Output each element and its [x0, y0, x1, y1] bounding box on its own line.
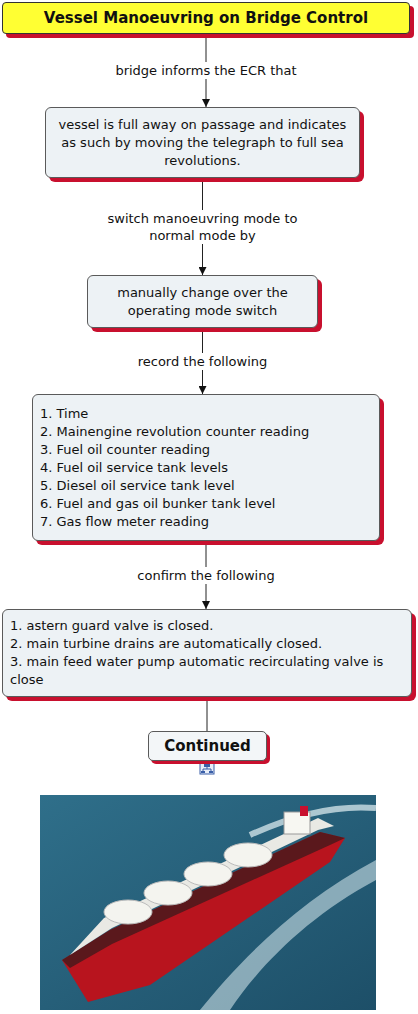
list-item: 3. main feed water pump automatic recirc… [10, 653, 404, 689]
list-item: 5. Diesel oil service tank level [40, 477, 372, 495]
list-item: 1. Time [40, 405, 372, 423]
process-box: vessel is full away on passage and indic… [45, 107, 360, 178]
node-text: vessel is full away on passage and indic… [53, 116, 352, 170]
ship-photo [40, 795, 376, 1010]
edge-label: bridge informs the ECR that [113, 62, 298, 79]
edge-label: switch manoeuvring mode to normal mode b… [101, 210, 305, 244]
node-text: manually change over the operating mode … [95, 284, 310, 320]
checklist-box: 1. astern guard valve is closed.2. main … [2, 609, 412, 697]
edge-label: confirm the following [135, 567, 276, 584]
list-item: 3. Fuel oil counter reading [40, 441, 372, 459]
list-item: 1. astern guard valve is closed. [10, 617, 404, 635]
node-text: Vessel Manoeuvring on Bridge Control [10, 9, 402, 27]
continuation-box: Continued [148, 731, 267, 761]
title-box: Vessel Manoeuvring on Bridge Control [2, 2, 410, 34]
list-item: 4. Fuel oil service tank levels [40, 459, 372, 477]
list-item: 2. Mainengine revolution counter reading [40, 423, 372, 441]
list-item: 2. main turbine drains are automatically… [10, 635, 404, 653]
node-text: Continued [156, 737, 259, 755]
list-item: 6. Fuel and gas oil bunker tank level [40, 495, 372, 513]
connector-line [207, 697, 208, 731]
sitemap-icon [200, 762, 214, 774]
process-box: manually change over the operating mode … [87, 275, 318, 328]
checklist-box: 1. Time2. Mainengine revolution counter … [32, 394, 380, 541]
list-item: 7. Gas flow meter reading [40, 513, 372, 531]
edge-label: record the following [136, 353, 270, 370]
